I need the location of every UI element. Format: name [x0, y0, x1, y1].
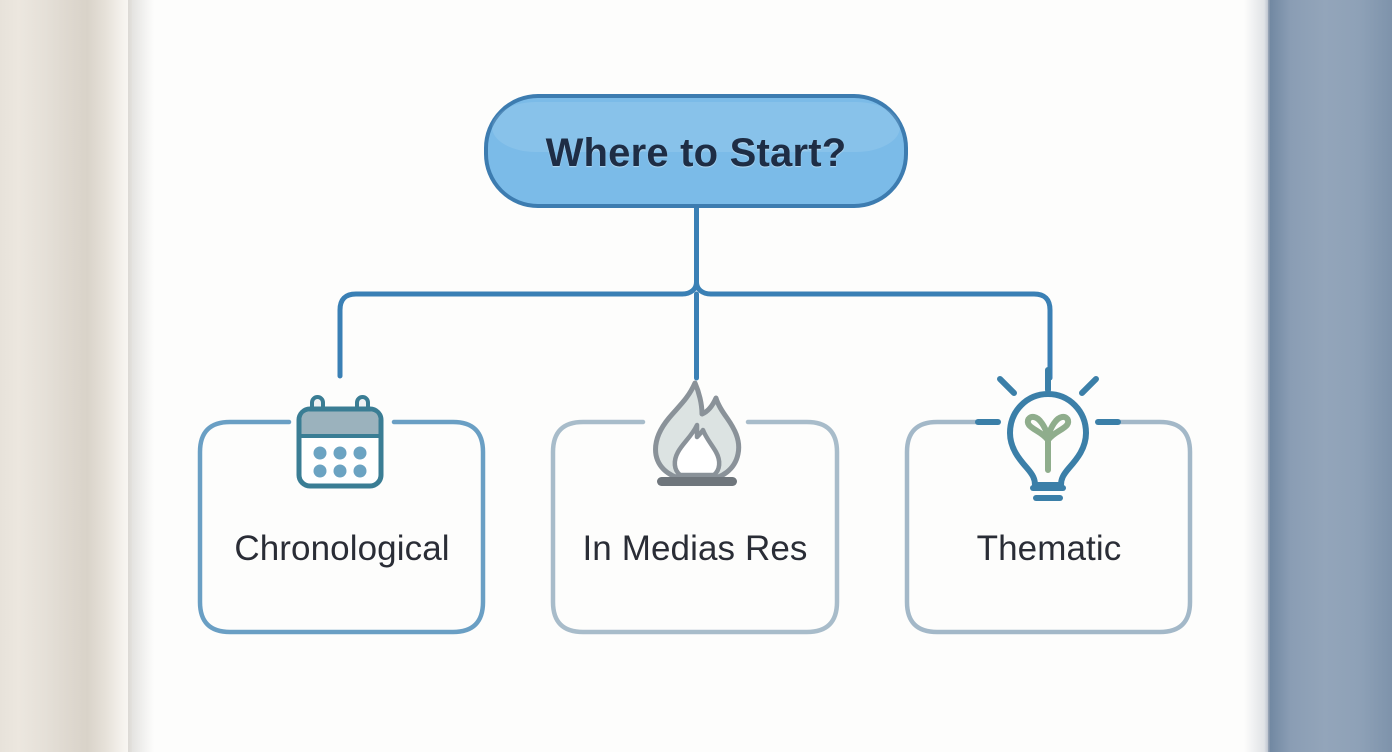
root-node[interactable]: [484, 94, 908, 208]
root-node-shape[interactable]: [484, 94, 908, 208]
node-box-in-medias-res[interactable]: [550, 419, 840, 635]
connector-bus-left: [337, 291, 685, 379]
node-box-thematic[interactable]: [904, 419, 1193, 635]
node-label-thematic: Thematic: [976, 529, 1122, 568]
connector-bus-right: [708, 291, 1053, 381]
connector-lines: [337, 202, 1053, 381]
flame-icon: [653, 380, 742, 486]
node-box-thematic-outline[interactable]: [904, 419, 1193, 635]
book-cover-right: [1268, 0, 1392, 752]
root-node-gloss: [492, 102, 900, 152]
page-curl-left: [0, 0, 132, 752]
lightbulb-icon: [975, 367, 1121, 501]
calendar-icon: [296, 395, 384, 489]
node-label-chronological: Chronological: [234, 529, 450, 568]
root-node-label: Where to Start?: [545, 130, 847, 175]
node-box-in-medias-res-outline[interactable]: [550, 419, 840, 635]
book-cover-edge: [1264, 0, 1270, 752]
node-box-chronological[interactable]: [197, 419, 486, 635]
node-label-in-medias-res: In Medias Res: [582, 529, 808, 568]
node-box-chronological-outline[interactable]: [197, 419, 486, 635]
connector-junction-right: [694, 279, 714, 297]
